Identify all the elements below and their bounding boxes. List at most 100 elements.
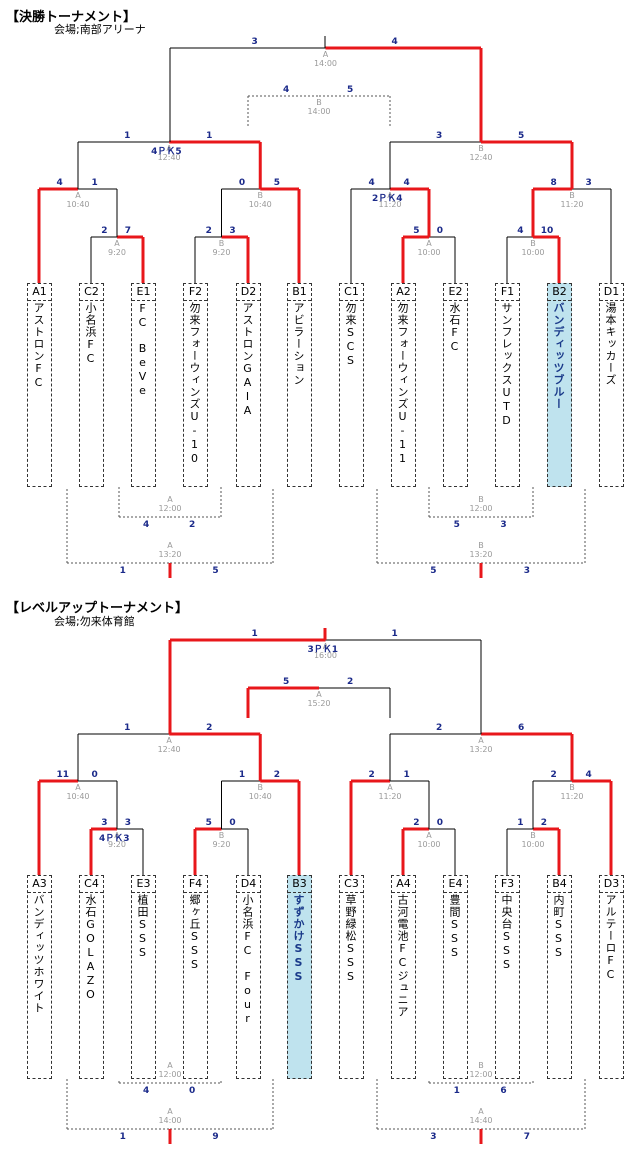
match-time: 16:00 xyxy=(313,651,338,660)
team-seed: B1 xyxy=(288,284,311,301)
match-score-left: 2 xyxy=(368,770,375,780)
match-score-left: 1 xyxy=(124,723,131,733)
team-name: 豊間SSS xyxy=(448,894,461,960)
match-time: 14:00 xyxy=(307,107,331,116)
match-court: B xyxy=(257,783,264,792)
team-seed: F2 xyxy=(184,284,207,301)
match-score-right: 1 xyxy=(403,770,410,780)
pk-result: 4ＰＫ5 xyxy=(151,147,182,157)
match-court: A xyxy=(426,831,432,840)
match-score-left: 5 xyxy=(205,818,212,828)
match-time: 10:40 xyxy=(66,792,90,801)
match-score-left: 2 xyxy=(413,818,420,828)
match-score-right: 1 xyxy=(206,131,213,141)
match-court: B xyxy=(478,1061,484,1070)
team-seed: F4 xyxy=(184,876,207,893)
match-court: A xyxy=(478,736,484,745)
match-score-left: 4 xyxy=(283,85,290,95)
team-name: 勿来フォーウィンズU-11 xyxy=(396,302,409,466)
match-time: 10:00 xyxy=(417,248,441,257)
team-name: サンフレックスUTD xyxy=(500,302,513,428)
match-court: B xyxy=(530,831,536,840)
match-score-right: 5 xyxy=(273,178,280,188)
match-score-left: 8 xyxy=(550,178,557,188)
match-time: 11:20 xyxy=(378,200,402,209)
match-time: 12:40 xyxy=(469,153,493,162)
match-score-right: 5 xyxy=(346,85,354,95)
match-score-right: 4 xyxy=(403,178,410,188)
match-score-left: 4 xyxy=(56,178,63,188)
levelup-tournament-venue: 会場;勿来体育館 xyxy=(54,615,135,628)
team-name: 湯本キッカーズ xyxy=(604,302,617,386)
match-score-left: 5 xyxy=(413,226,420,236)
team-name: FC BeVe xyxy=(136,302,149,398)
match-court: B xyxy=(218,239,225,248)
match-score-left: 4 xyxy=(517,226,524,236)
match-score-right: 5 xyxy=(212,566,219,576)
match-score-left: 1 xyxy=(124,131,131,141)
match-court: A xyxy=(114,239,120,248)
team-name: 水石FC xyxy=(448,302,461,354)
match-court: B xyxy=(530,239,536,248)
match-time: 15:20 xyxy=(307,699,331,708)
match-score-right: 2 xyxy=(206,723,213,733)
match-time: 12:00 xyxy=(158,504,182,513)
team-seed: D4 xyxy=(237,876,260,893)
match-score-right: 2 xyxy=(346,677,354,687)
match-court: A xyxy=(166,736,172,745)
final-tournament-title: 【決勝トーナメント】 xyxy=(6,10,137,25)
match-court: A xyxy=(316,690,322,699)
team-seed: B2 xyxy=(548,284,571,301)
match-court: B xyxy=(478,541,484,550)
team-name: 古河電池FCジュニア xyxy=(396,894,409,1018)
match-time: 12:00 xyxy=(469,504,493,513)
pk-result: 3ＰＫ1 xyxy=(307,645,339,655)
match-time: 9:20 xyxy=(108,840,126,849)
team-seed: D2 xyxy=(237,284,260,301)
team-seed: C3 xyxy=(340,876,363,893)
team-name: 勿来フォーウィンズU-10 xyxy=(188,302,201,466)
match-score-left: 2 xyxy=(550,770,557,780)
match-court: A xyxy=(322,50,329,59)
match-time: 12:40 xyxy=(157,745,181,754)
match-score-left: 2 xyxy=(101,226,108,236)
match-score-left: 3 xyxy=(436,131,443,141)
match-score-left: 5 xyxy=(453,520,460,530)
team-name: すずかけSSS xyxy=(292,894,305,984)
match-score-right: 3 xyxy=(585,178,592,188)
match-score-left: 3 xyxy=(430,1132,437,1142)
team-name: アストロンFC xyxy=(32,302,45,390)
match-court: A xyxy=(387,191,393,200)
match-court: A xyxy=(167,541,173,550)
team-name: 郷ヶ丘SSS xyxy=(188,894,201,972)
match-score-left: 4 xyxy=(143,520,150,530)
match-court: B xyxy=(218,831,225,840)
match-court: A xyxy=(167,1061,173,1070)
match-score-left: 4 xyxy=(368,178,375,188)
match-court: A xyxy=(75,191,81,200)
match-time: 10:40 xyxy=(248,792,272,801)
match-score-right: 0 xyxy=(229,818,236,828)
team-seed: B3 xyxy=(288,876,311,893)
match-time: 10:00 xyxy=(417,840,441,849)
match-score-right: 3 xyxy=(124,818,131,828)
team-seed: E2 xyxy=(444,284,467,301)
match-score-left: 1 xyxy=(238,770,246,780)
match-court: A xyxy=(114,831,120,840)
team-seed: A2 xyxy=(392,284,415,301)
team-seed: A4 xyxy=(392,876,415,893)
match-court: B xyxy=(478,495,484,504)
